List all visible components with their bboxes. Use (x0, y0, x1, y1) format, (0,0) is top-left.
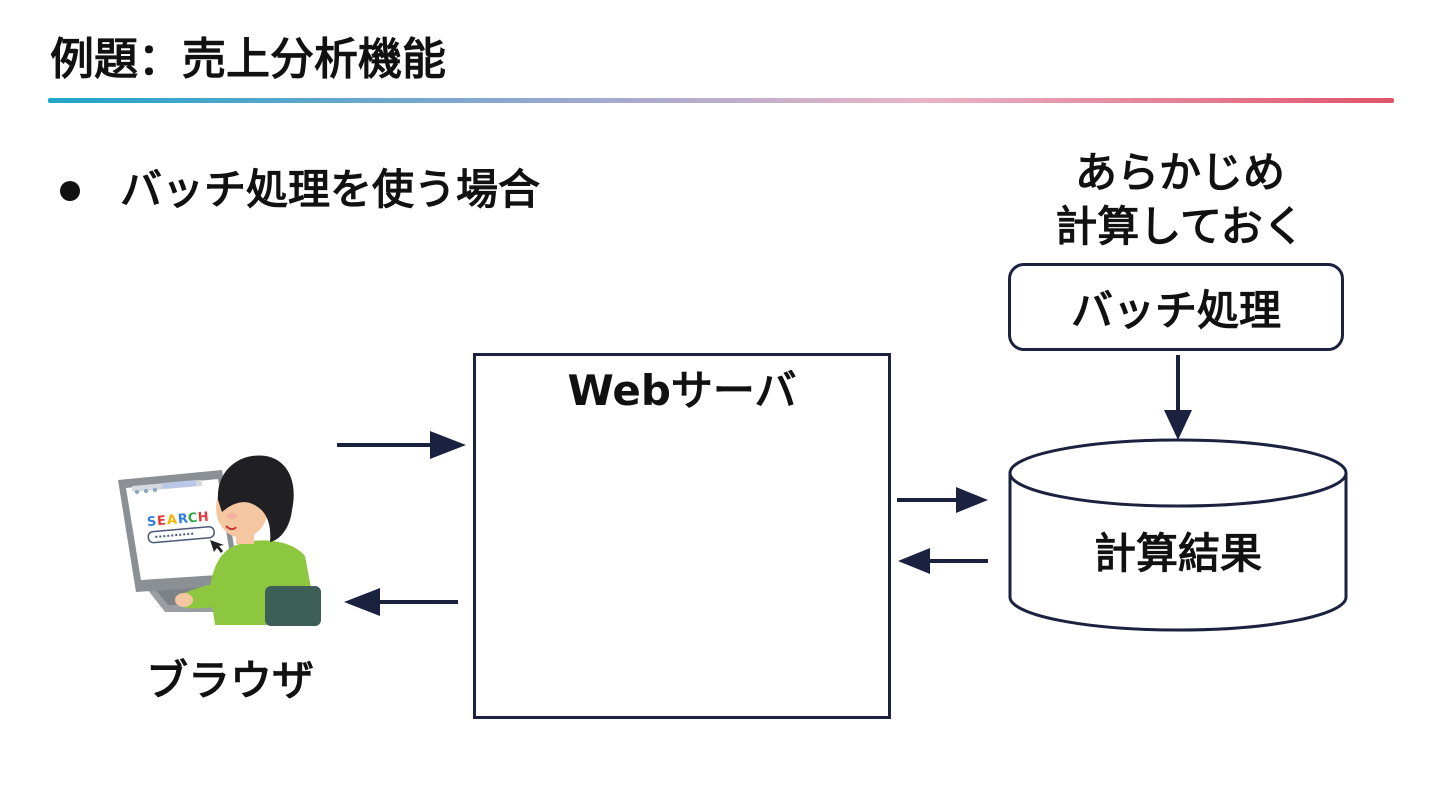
web-server-label: Webサーバ (567, 366, 797, 415)
search-letter: C (187, 511, 198, 527)
precompute-note-line1: あらかじめ (1074, 148, 1285, 197)
bullet-text: バッチ処理を使う場合 (120, 165, 541, 214)
title-underline (48, 98, 1394, 103)
web-server-box: Webサーバ (473, 353, 891, 719)
precompute-note: あらかじめ 計算しておく (1010, 146, 1350, 254)
arrow-browser-to-server (337, 431, 466, 459)
search-letter: H (197, 510, 209, 526)
db-label: 計算結果 (1093, 529, 1262, 578)
database-cylinder (1008, 438, 1348, 632)
search-letter: S (146, 514, 157, 530)
arrow-server-to-browser (344, 588, 458, 616)
arrow-server-to-db (897, 487, 988, 513)
bullet-dot (60, 181, 80, 201)
search-letter: E (156, 513, 166, 529)
batch-process-label: バッチ処理 (1070, 285, 1281, 335)
slide-title: 例題：売上分析機能 (50, 34, 446, 85)
batch-process-box: バッチ処理 (1008, 263, 1344, 351)
arrow-db-to-server (898, 548, 988, 574)
search-letter: R (177, 512, 188, 528)
user-at-laptop-illustration: S E A R C H (118, 455, 321, 626)
arrow-batch-to-db (1164, 355, 1192, 440)
precompute-note-line2: 計算しておく (1055, 202, 1305, 251)
search-letter: A (166, 512, 177, 528)
browser-label: ブラウザ (145, 656, 314, 705)
